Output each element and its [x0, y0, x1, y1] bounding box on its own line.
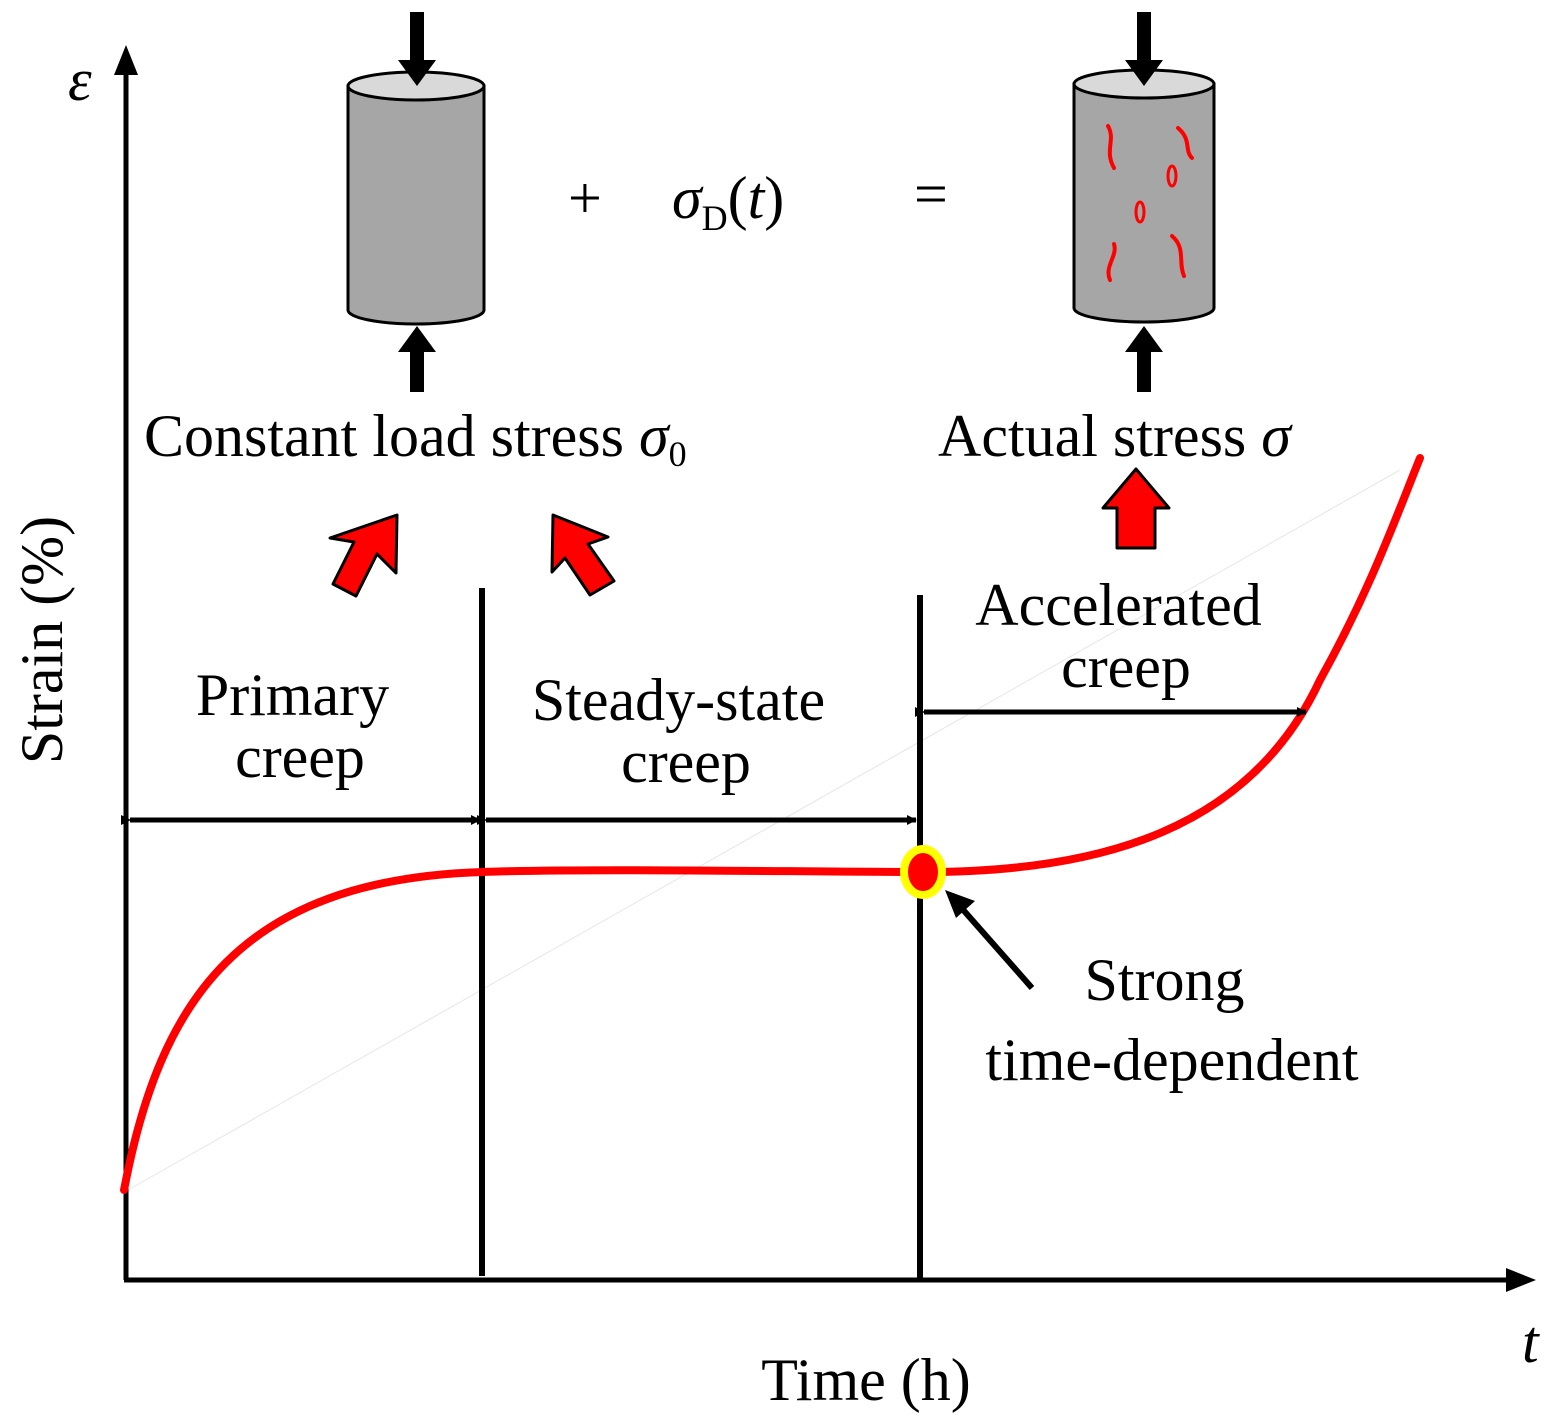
y-axis-arrowhead: [114, 45, 138, 75]
steady-creep-label: Steady-state creep: [532, 667, 840, 795]
load-arrow-bottom-right: [1125, 326, 1163, 392]
primary-creep-label: Primary creep: [196, 662, 404, 790]
annotation-label: Strong time-dependent: [985, 947, 1359, 1093]
x-axis-arrowhead: [1506, 1268, 1536, 1292]
creep-curve: [120, 454, 1424, 1194]
transition-point-marker: [900, 845, 946, 899]
red-arrow-accelerated: [1101, 467, 1171, 550]
micro-cracks: [1106, 124, 1194, 282]
damage-stress-term: σD(t): [672, 165, 784, 238]
constant-load-stress-label: Constant load stress σ0: [144, 403, 687, 474]
y-axis-symbol: ε: [68, 47, 92, 113]
damaged-specimen-cylinder: [1072, 68, 1216, 324]
plus-sign: +: [568, 165, 602, 231]
x-axis-symbol: t: [1522, 1309, 1540, 1375]
x-axis-label: Time (h): [761, 1347, 970, 1413]
load-arrow-top-right: [1125, 12, 1163, 86]
accelerated-creep-label: Accelerated creep: [975, 572, 1276, 700]
reference-diagonal: [127, 469, 1401, 1191]
intact-specimen-cylinder: [346, 70, 486, 326]
y-axis-label: Strain (%): [9, 516, 75, 764]
load-arrow-top-left: [398, 12, 436, 86]
annotation-pointer-arrow: [955, 902, 1035, 990]
actual-stress-label: Actual stress σ: [938, 403, 1293, 469]
load-arrow-bottom-left: [398, 326, 436, 392]
annotation-arrowhead: [945, 890, 975, 918]
red-arrow-primary: [328, 513, 399, 598]
equals-sign: =: [914, 161, 948, 227]
red-arrow-steady: [550, 513, 616, 597]
